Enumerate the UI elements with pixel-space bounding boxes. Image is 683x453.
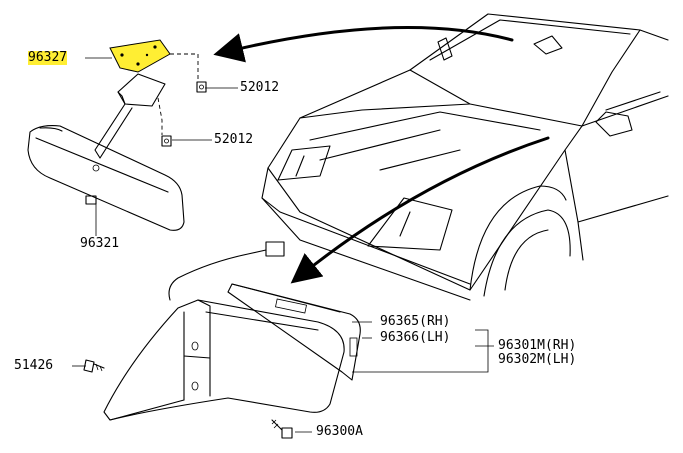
label-52012-upper: 52012 (240, 80, 280, 95)
nut-52012-lower[interactable] (161, 135, 172, 147)
nut-52012-upper[interactable] (196, 81, 207, 93)
label-96327: 96327 (28, 50, 68, 65)
screw-96300a[interactable] (271, 419, 293, 439)
label-96302m-lh: 96302M(LH) (498, 352, 577, 367)
rear-view-mirror-96321[interactable] (27, 73, 185, 231)
label-96300a: 96300A (316, 424, 363, 439)
leader-lines (72, 57, 494, 433)
label-96301m-rh: 96301M(RH) (498, 338, 577, 353)
label-52012-lower: 52012 (214, 132, 254, 147)
door-mirror-assembly-96301m[interactable] (103, 241, 361, 421)
mounting-plate-96327[interactable] (109, 39, 171, 73)
label-96365-rh: 96365(RH) (380, 314, 451, 329)
label-96366-lh: 96366(LH) (380, 330, 451, 345)
label-96321: 96321 (80, 236, 120, 251)
car-body (261, 13, 669, 301)
screw-51426[interactable] (83, 359, 105, 373)
label-51426: 51426 (14, 358, 54, 373)
arrow-to-door-mirror (290, 136, 550, 284)
arrow-to-rear-mirror (213, 26, 514, 63)
